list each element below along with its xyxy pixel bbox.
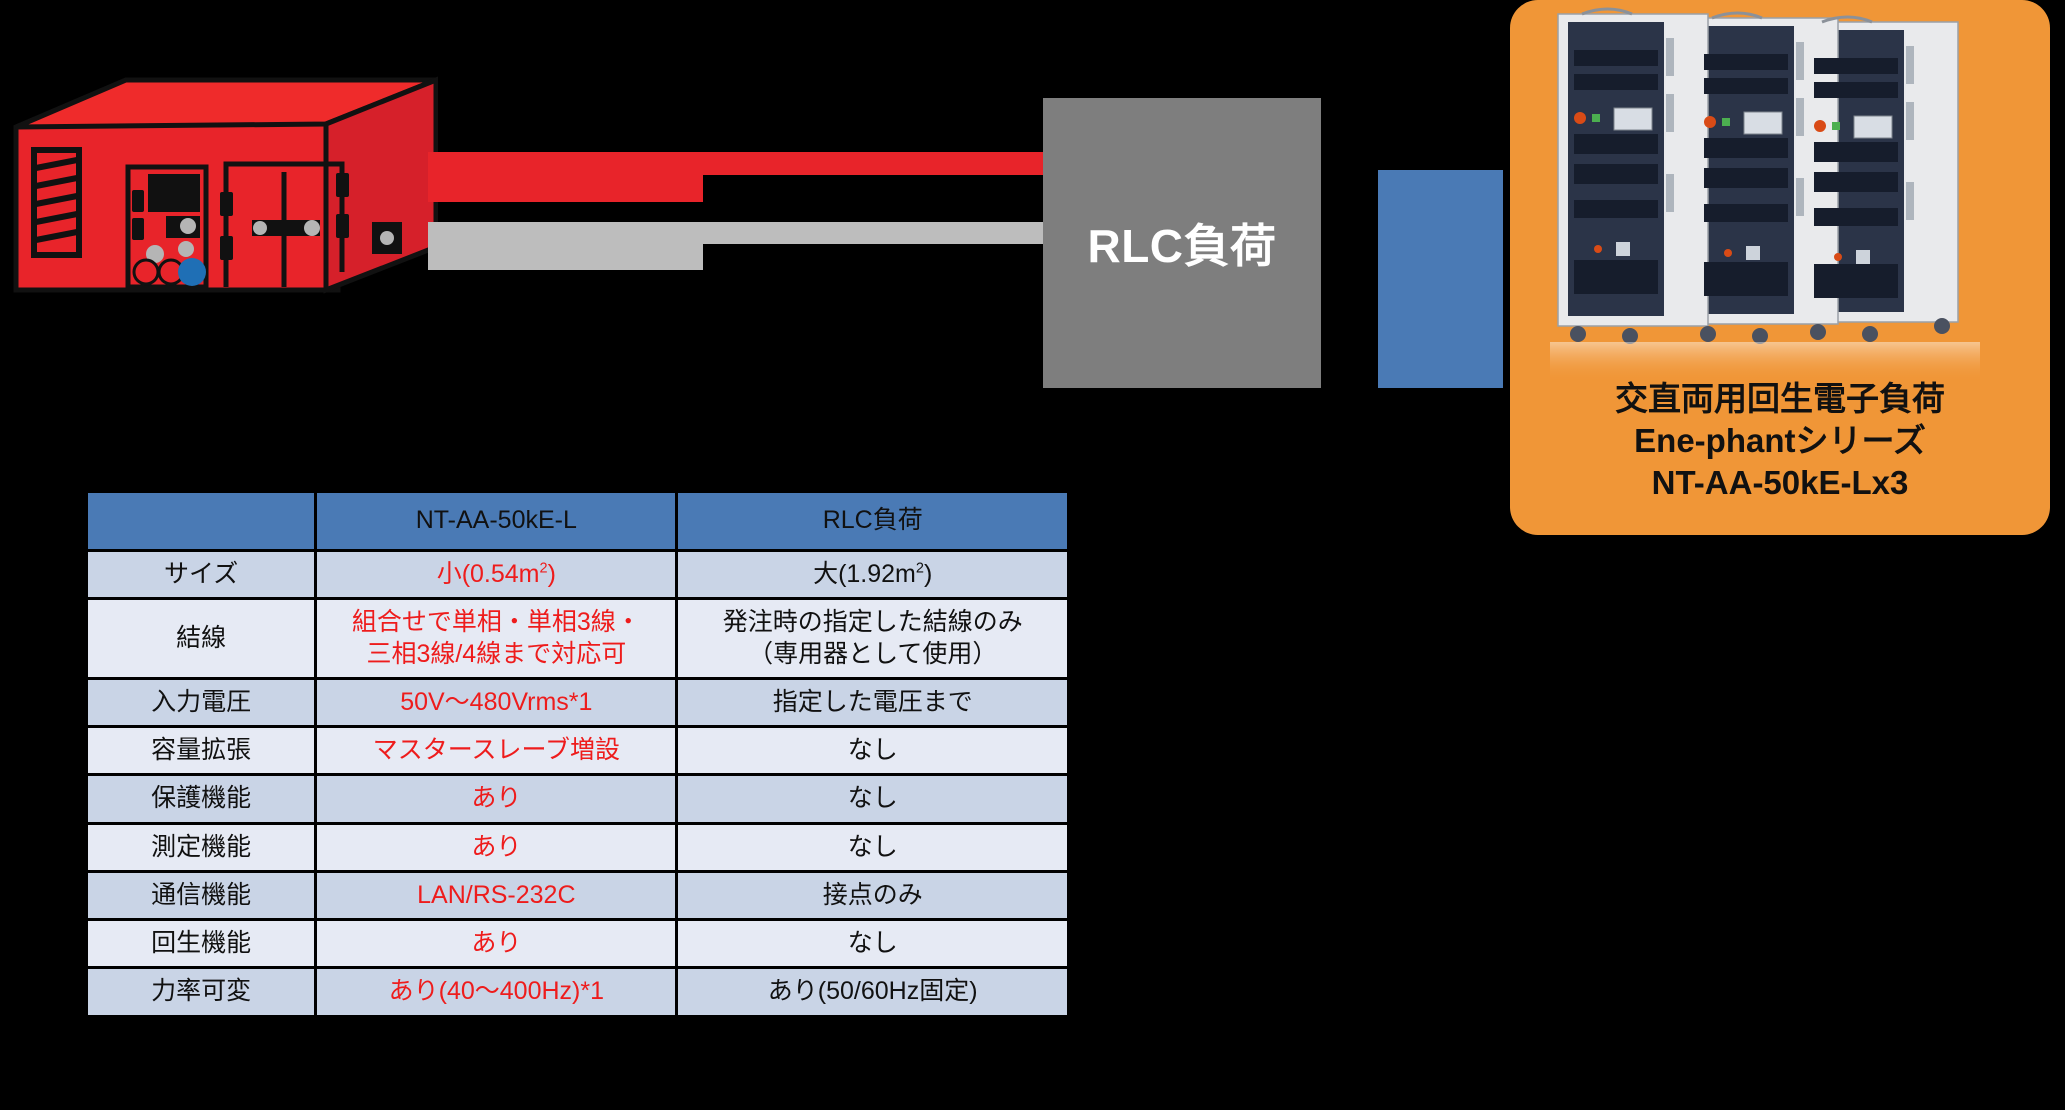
table-header-row: NT-AA-50kE-L RLC負荷 <box>88 493 1067 549</box>
row-label: 容量拡張 <box>88 728 315 774</box>
cell-product-b: なし <box>678 921 1067 967</box>
cell-product-b: あり(50/60Hz固定) <box>678 969 1067 1015</box>
cell-product-b: なし <box>678 728 1067 774</box>
cell-product-b: 接点のみ <box>678 872 1067 918</box>
cell-product-a: LAN/RS-232C <box>317 872 676 918</box>
table-row: サイズ小(0.54m2)大(1.92m2) <box>88 552 1067 598</box>
row-label: 入力電圧 <box>88 679 315 725</box>
table-row: 結線組合せで単相・単相3線・三相3線/4線まで対応可発注時の指定した結線のみ（専… <box>88 600 1067 677</box>
cell-product-a: あり(40〜400Hz)*1 <box>317 969 676 1015</box>
source-power-supply-illustration <box>8 72 438 302</box>
table-row: 回生機能ありなし <box>88 921 1067 967</box>
cell-product-a: あり <box>317 824 676 870</box>
row-label: 結線 <box>88 600 315 677</box>
product-caption-line1: 交直両用回生電子負荷 <box>1615 380 1945 417</box>
cell-product-a: 組合せで単相・単相3線・三相3線/4線まで対応可 <box>317 600 676 677</box>
cable-red-segment-narrow <box>700 152 1050 175</box>
cell-product-a: 小(0.54m2) <box>317 552 676 598</box>
rlc-load-label: RLC負荷 <box>1087 220 1277 272</box>
cell-product-b: 発注時の指定した結線のみ（専用器として使用） <box>678 600 1067 677</box>
row-label: 力率可変 <box>88 969 315 1015</box>
product-highlight-panel: 交直両用回生電子負荷 Ene-phantシリーズ NT-AA-50kE-Lx3 <box>1510 0 2050 535</box>
product-caption-line2: Ene-phantシリーズ <box>1634 422 1926 460</box>
cell-product-a: マスタースレーブ増設 <box>317 728 676 774</box>
cable-gray-segment-narrow <box>700 222 1050 244</box>
cell-product-a: あり <box>317 921 676 967</box>
row-label: サイズ <box>88 552 315 598</box>
row-label: 回生機能 <box>88 921 315 967</box>
electronic-load-rack-illustration <box>1550 7 1980 382</box>
row-label: 測定機能 <box>88 824 315 870</box>
table-row: 測定機能ありなし <box>88 824 1067 870</box>
product-caption-line3: NT-AA-50kE-Lx3 <box>1651 464 1909 502</box>
cell-product-b: 指定した電圧まで <box>678 679 1067 725</box>
cell-product-b: 大(1.92m2) <box>678 552 1067 598</box>
product-caption: 交直両用回生電子負荷 Ene-phantシリーズ NT-AA-50kE-Lx3 <box>1510 378 2050 505</box>
table-row: 保護機能ありなし <box>88 776 1067 822</box>
cell-product-b: なし <box>678 824 1067 870</box>
rlc-load-box: RLC負荷 <box>1043 98 1321 388</box>
header-product-a: NT-AA-50kE-L <box>317 493 676 549</box>
table-row: 容量拡張マスタースレーブ増設なし <box>88 728 1067 774</box>
row-label: 保護機能 <box>88 776 315 822</box>
cell-product-a: 50V〜480Vrms*1 <box>317 679 676 725</box>
header-product-b: RLC負荷 <box>678 493 1067 549</box>
comparison-table: NT-AA-50kE-L RLC負荷 サイズ小(0.54m2)大(1.92m2)… <box>85 490 1070 1018</box>
row-label: 通信機能 <box>88 872 315 918</box>
cable-red-segment-wide <box>428 152 703 202</box>
header-blank <box>88 493 315 549</box>
cell-product-b: なし <box>678 776 1067 822</box>
cable-gray-segment-wide <box>428 222 703 270</box>
cell-product-a: あり <box>317 776 676 822</box>
blue-connector-tab <box>1412 172 1503 208</box>
